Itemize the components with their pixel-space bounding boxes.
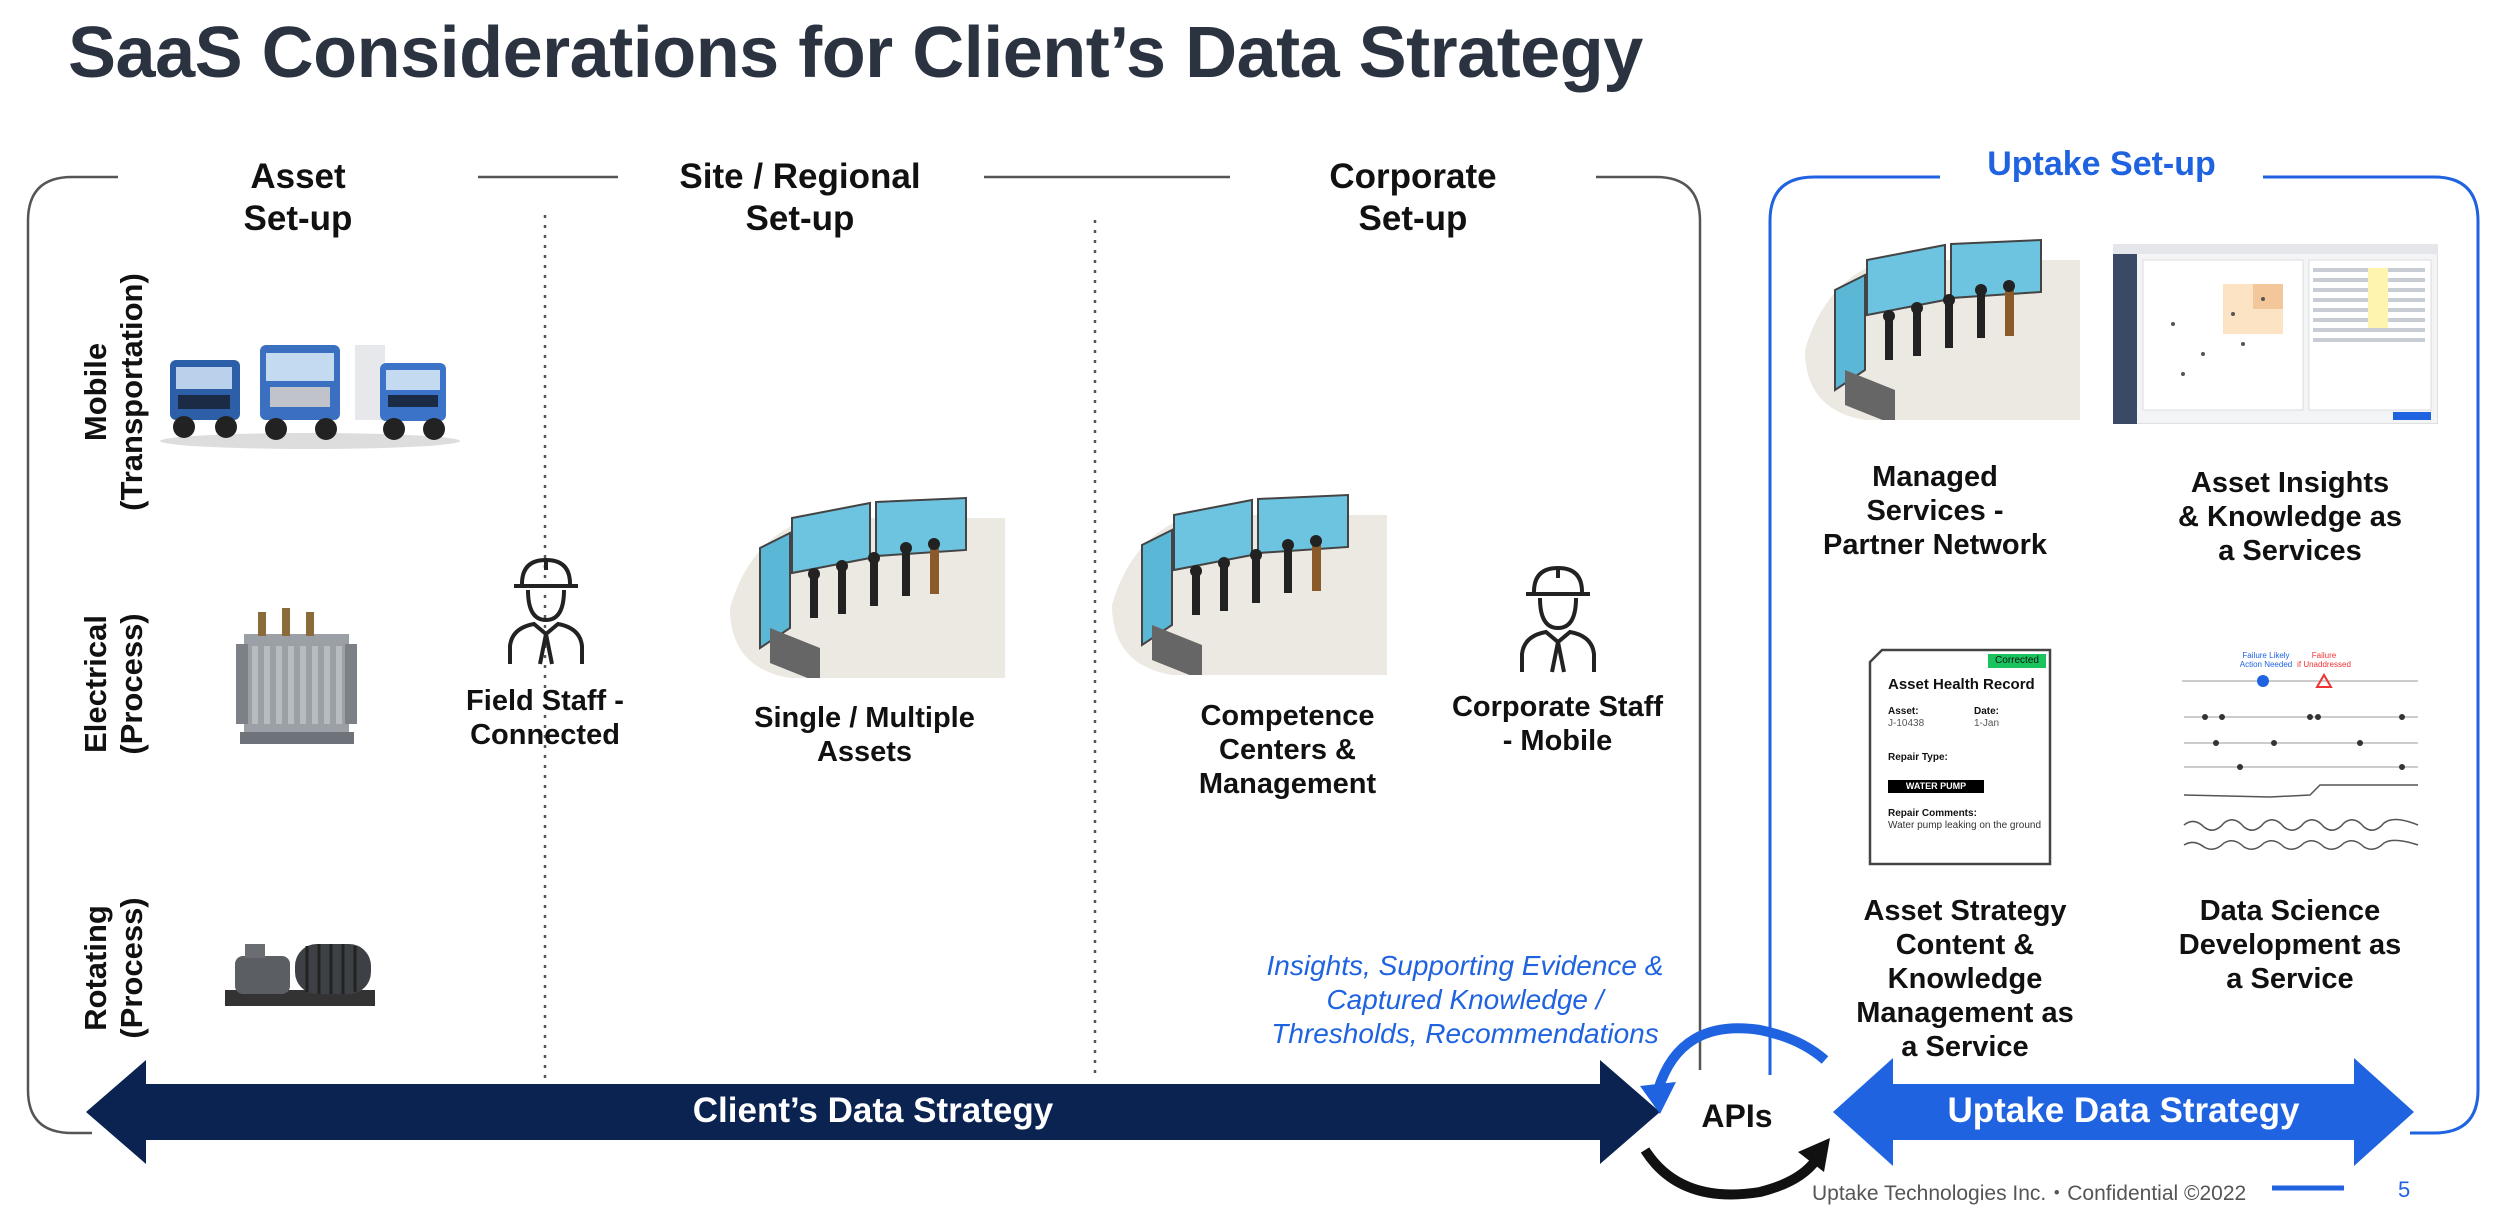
client-frame-right [1596,175,1702,1070]
record-date-label: Date: [1974,706,2000,717]
caption-field-staff: Field Staff -Connected [466,685,624,751]
uptake-setup-title: Uptake Set-up [1987,145,2216,183]
page-number: 5 [2398,1177,2411,1202]
insights-note: Insights, Supporting Evidence &Captured … [1266,950,1664,1049]
control-room-image-corporate [1112,493,1387,675]
uptake-frame-right [2263,175,2480,1135]
field-staff-icon [508,557,584,665]
client-data-strategy-label: Client’s Data Strategy [692,1091,1054,1130]
apis-label: APIs [1701,1098,1773,1134]
record-repair-type-value: WATER PUMP [1888,780,1984,793]
record-title: Asset Health Record [1888,676,2035,693]
record-comments-value: Water pump leaking on the ground [1888,820,2042,831]
pump-image [225,944,375,1006]
row-label-rotating: Rotating(Process) [78,897,149,1039]
record-date-value: 1-Jan [1974,718,2000,729]
corporate-staff-icon [1520,565,1596,673]
uptake-frame-left [1768,175,1940,1075]
api-arrow-black-head [1798,1138,1830,1172]
record-asset-value: J-10438 [1888,718,1925,729]
footer-text: Uptake Technologies Inc.・Confidential ©2… [1812,1182,2247,1205]
uptake-data-strategy-label: Uptake Data Strategy [1947,1091,2300,1130]
record-repair-type-label: Repair Type: [1888,752,1948,763]
client-arrow [86,1060,1660,1164]
asset-health-record-card: Corrected Asset Health Record Asset: J-1… [1868,648,2053,866]
record-comments-label: Repair Comments: [1888,808,1977,819]
api-arrow-blue [1653,1023,1829,1092]
dashboard-image [2113,244,2438,424]
record-asset-label: Asset: [1888,706,1919,717]
uptake-arrow [1833,1058,2414,1166]
caption-corporate-staff: Corporate Staff- Mobile [1451,691,1664,757]
control-room-image-uptake [1805,238,2080,420]
row-label-electrical: Electrical(Process) [78,613,149,755]
trucks-image [160,345,460,449]
client-frame-left [26,175,118,1135]
corrected-badge: Corrected [1988,654,2046,668]
api-arrow-black [1640,1147,1821,1200]
transformer-image [236,608,357,744]
row-label-mobile: Mobile(Transportation) [78,273,149,511]
page-title: SaaS Considerations for Client’s Data St… [68,13,1643,93]
api-arrow-blue-head [1640,1082,1676,1114]
control-room-image-site [730,496,1005,678]
